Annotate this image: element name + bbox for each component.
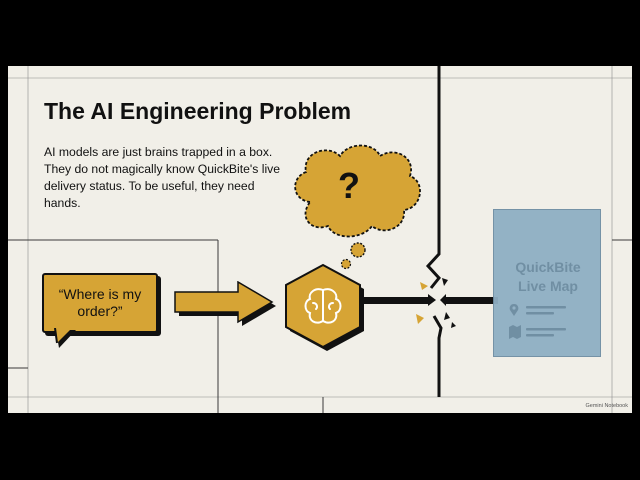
map-card-title-line2: Live Map — [518, 278, 578, 294]
map-card-title-line1: QuickBite — [515, 259, 581, 275]
map-icon — [509, 325, 566, 339]
slide-description: AI models are just brains trapped in a b… — [44, 145, 281, 210]
question-mark: ? — [338, 165, 360, 206]
arrow-right-icon — [174, 281, 276, 326]
speech-bubble-text: “Where is my order?” — [58, 286, 142, 319]
broken-wire-icon — [358, 278, 498, 328]
map-card-title: QuickBite Live Map — [494, 258, 602, 296]
gemini-notebook-watermark: Gemini Notebook — [585, 403, 629, 409]
speech-bubble-tail — [54, 328, 76, 348]
thought-cloud-icon — [294, 144, 421, 270]
slide-title: The AI Engineering Problem — [44, 98, 352, 124]
slide: The AI Engineering Problem AI models are… — [8, 66, 632, 413]
quickbite-map-card: QuickBite Live Map — [493, 209, 601, 357]
brain-icon — [285, 263, 364, 351]
grid-lines — [8, 66, 632, 413]
location-pin-icon — [509, 304, 566, 316]
speech-bubble: “Where is my order?” — [42, 273, 158, 333]
